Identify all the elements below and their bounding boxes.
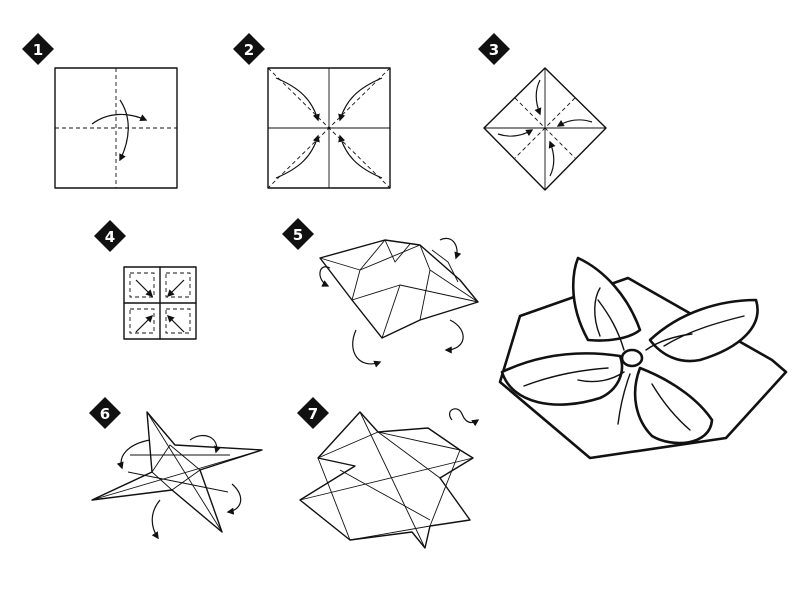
petal-top [571, 256, 642, 342]
step-7: 7 [297, 397, 480, 549]
step-3-drawing [483, 67, 607, 191]
step-5-drawing [319, 237, 479, 368]
step-6-badge: 6 [89, 397, 121, 429]
step-1-badge: 1 [22, 33, 54, 65]
turn-over-icon [449, 408, 480, 427]
step-4: 4 [94, 220, 197, 340]
step-7-badge: 7 [297, 397, 329, 429]
petal-left [500, 352, 624, 406]
step-5-number: 5 [293, 226, 303, 244]
step-2-number: 2 [244, 41, 254, 59]
step-4-badge: 4 [94, 220, 126, 252]
step-7-drawing [299, 408, 480, 549]
step-5: 5 [282, 218, 479, 368]
step-6-number: 6 [100, 405, 110, 423]
step-6-drawing [91, 411, 263, 540]
step-2-drawing [267, 67, 391, 189]
step-3-number: 3 [489, 41, 499, 59]
step-4-drawing [123, 266, 197, 340]
step-6: 6 [89, 397, 263, 540]
step-3: 3 [478, 33, 607, 191]
step-7-number: 7 [308, 405, 318, 423]
step-5-badge: 5 [282, 218, 314, 250]
petal-right [648, 298, 759, 363]
step-1-drawing [54, 67, 178, 189]
step-2: 2 [233, 33, 391, 189]
finished-origami-flower [498, 256, 788, 460]
step-4-number: 4 [105, 228, 115, 246]
step-1-number: 1 [33, 41, 43, 59]
step-2-badge: 2 [233, 33, 265, 65]
step-1: 1 [22, 33, 178, 189]
step-3-badge: 3 [478, 33, 510, 65]
flower-center [620, 348, 644, 368]
